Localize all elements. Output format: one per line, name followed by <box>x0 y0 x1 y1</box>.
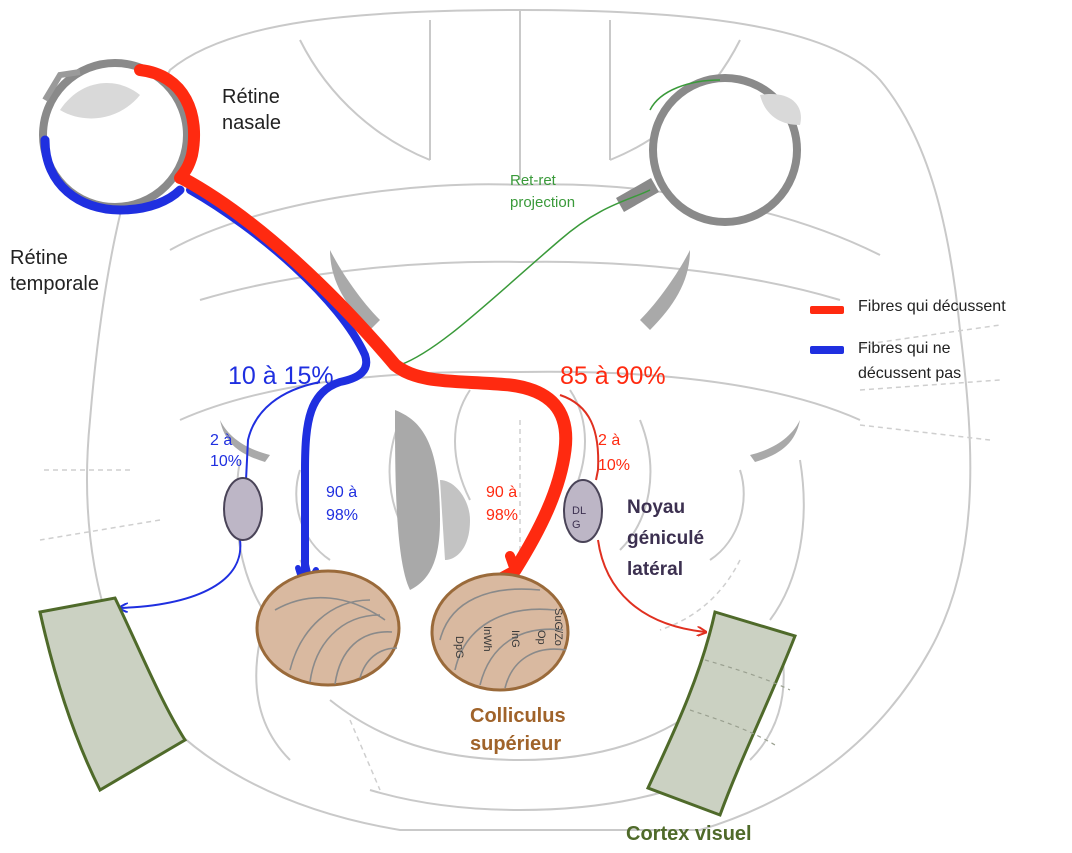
ret-ret-label-line1: Ret-ret <box>510 172 557 189</box>
legend-blue-swatch <box>810 346 844 354</box>
ret-ret-projection-line <box>188 182 650 365</box>
ret-ret-label-line2: projection <box>510 194 575 211</box>
legend-red-swatch <box>810 306 844 314</box>
right-cortex <box>648 612 795 815</box>
layer-sugzo: SuG/Zo <box>552 608 564 646</box>
pct-red-sc-line2: 98% <box>486 507 518 524</box>
lgn-label-line2: géniculé <box>627 528 704 549</box>
colliculus-label-line2: supérieur <box>470 733 561 755</box>
retina-temporal-label-line1: Rétine <box>10 247 68 269</box>
retina-temporal-label-line2: temporale <box>10 273 99 295</box>
layer-op: Op <box>535 630 547 645</box>
layer-inwh: InWh <box>481 626 493 652</box>
cortex-label: Cortex visuel <box>626 823 752 845</box>
pct-blue-sc-line2: 98% <box>326 507 358 524</box>
pct-blue-lgn-line2: 10% <box>210 453 242 470</box>
colliculus-label-line1: Colliculus <box>470 705 566 727</box>
legend-blue-label-line1: Fibres qui ne <box>858 340 951 358</box>
lgn-label-line3: latéral <box>627 559 683 580</box>
right-eye <box>620 78 801 222</box>
red-branch-cortex <box>598 540 705 632</box>
dlg-label-line2: G <box>572 519 581 531</box>
pct-red-lgn-line1: 2 à <box>598 432 620 449</box>
layer-dpg: DpG <box>453 636 465 659</box>
pct-red-lgn-line2: 10% <box>598 457 630 474</box>
layer-ing: InG <box>509 630 521 648</box>
retina-nasal-label-line1: Rétine <box>222 86 280 108</box>
retina-nasal-label-line2: nasale <box>222 112 281 134</box>
blue-branch-cortex <box>120 540 240 608</box>
pct-blue-total: 10 à 15% <box>228 362 334 390</box>
left-lgn-oval <box>224 478 262 540</box>
legend-blue-label-line2: décussent pas <box>858 365 961 383</box>
pct-blue-sc-line1: 90 à <box>326 484 357 501</box>
legend-red-label: Fibres qui décussent <box>858 298 1006 316</box>
pct-red-sc-line1: 90 à <box>486 484 517 501</box>
lgn-label-line1: Noyau <box>627 497 685 518</box>
dlg-label-line1: DL <box>572 505 586 517</box>
left-cortex <box>40 598 185 790</box>
pct-red-total: 85 à 90% <box>560 362 666 390</box>
pct-blue-lgn-line1: 2 à <box>210 432 232 449</box>
left-colliculus <box>257 571 399 685</box>
